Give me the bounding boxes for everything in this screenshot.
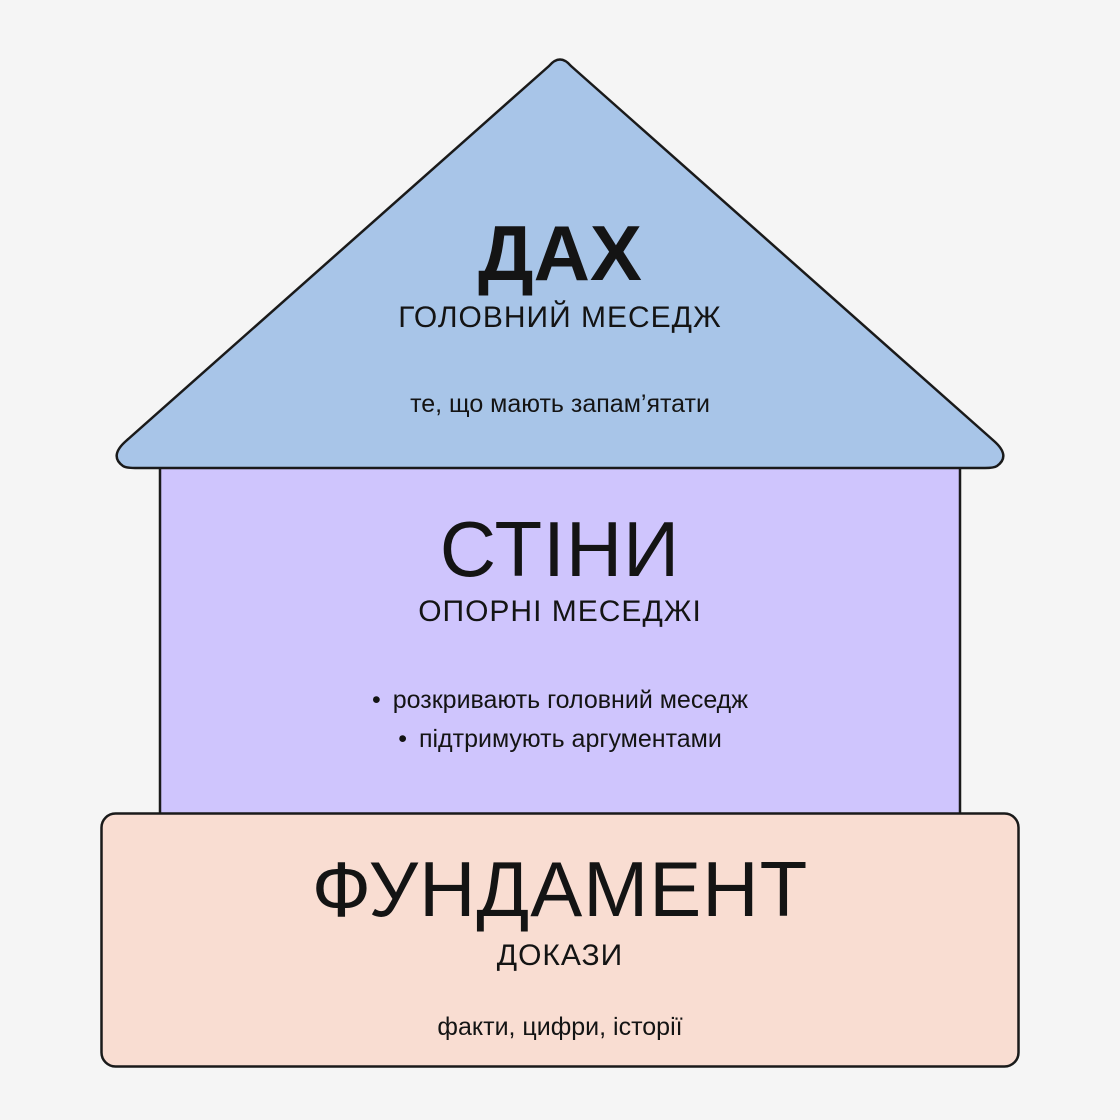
foundation-subtitle: ДОКАЗИ [496,939,624,972]
foundation-title: ФУНДАМЕНТ [311,845,809,933]
walls-bullet-item: підтримують аргументами [0,720,1120,759]
walls-subtitle: ОПОРНІ МЕСЕДЖІ [418,595,702,628]
roof-description: те, що мають запам’ятати [410,390,710,418]
walls-title: СТІНИ [439,505,681,593]
roof-block [115,58,1005,470]
walls-bullet-item: розкривають головний меседж [0,681,1120,720]
foundation-description: факти, цифри, історії [437,1013,683,1041]
roof-title: ДАХ [478,209,642,297]
walls-bullet-list: розкривають головний меседж підтримують … [0,681,1120,759]
roof-subtitle: ГОЛОВНИЙ МЕСЕДЖ [398,301,722,334]
foundation-block [100,812,1020,1068]
